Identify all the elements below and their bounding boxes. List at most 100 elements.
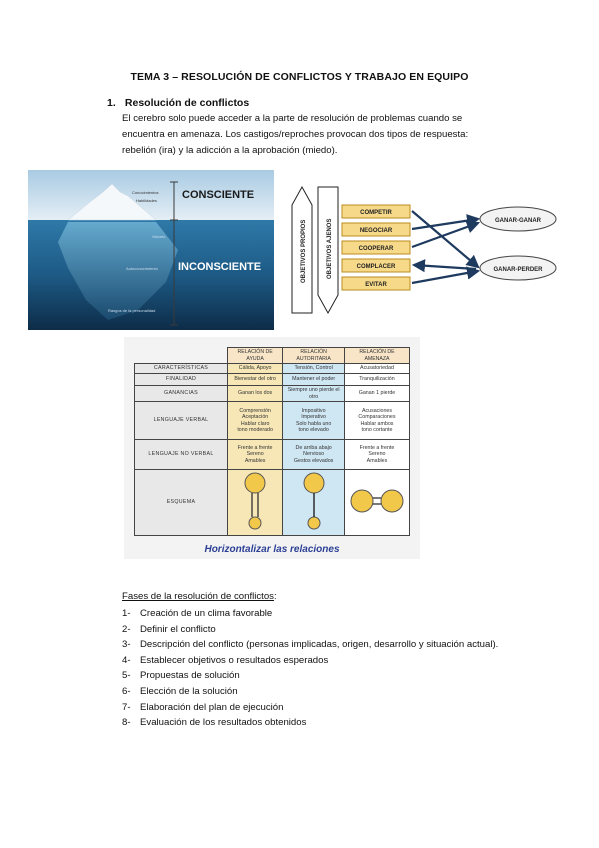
list-number: 8- [122, 717, 131, 729]
table-row: LENGUAJE NO VERBAL Frente a frente Seren… [134, 439, 411, 470]
table-cell: Acusaciones Comparaciones Hablar ambos t… [343, 401, 411, 440]
style-label: NEGOCIAR [360, 228, 393, 234]
schema-help [226, 469, 284, 536]
row-label: CARACTERÍSTICAS [134, 363, 228, 374]
list-number: 4- [122, 654, 131, 666]
row-label: GANANCIAS [134, 385, 228, 402]
iceberg-label: Habilidades [136, 198, 157, 203]
paragraph-line: El cerebro solo puede acceder a la parte… [122, 113, 463, 124]
style-box-complacer: COMPLACER [341, 258, 411, 273]
list-number: 5- [122, 670, 131, 682]
table-cell: Ganan los dos [226, 385, 284, 402]
table-cell: Comprensión Aceptación Hablar claro tono… [226, 401, 284, 440]
schema-authoritarian-drawing [303, 472, 325, 530]
phases-list: 1- Creación de un clima favorable 2- Defin… [122, 606, 542, 731]
table-cell: Tranquilización [343, 373, 411, 386]
intro-paragraph: El cerebro solo puede acceder a la parte… [122, 111, 527, 159]
list-number: 7- [122, 701, 131, 713]
phases-title-colon: : [273, 591, 277, 602]
table-cell: Mantener el poder [282, 373, 345, 386]
table-header-cell: RELACIÓN DE AMENAZA [343, 347, 411, 364]
conflict-styles-diagram: OBJETIVOS PROPIOS OBJETIVOS AJENOS COMPE… [288, 183, 564, 318]
outcome-label: GANAR-GANAR [495, 218, 542, 224]
list-text: Definir el conflicto [140, 623, 216, 635]
list-item: 7- Elaboración del plan de ejecución [122, 700, 542, 716]
list-text: Elaboración del plan de ejecución [140, 701, 284, 713]
section-title: Resolución de conflictos [124, 97, 250, 109]
iceberg-label: Rasgos de la personalidad [108, 308, 155, 313]
outcome-ganar-ganar: GANAR-GANAR [479, 206, 557, 232]
list-item: 2- Definir el conflicto [122, 622, 542, 638]
table-row: FINALIDAD Bienestar del otro Mantener el… [134, 373, 411, 386]
relationship-table-image: RELACIÓN DE AYUDA RELACIÓN AUTORITARIA R… [124, 337, 420, 559]
table-cell: Acusatoriedad [343, 363, 411, 374]
list-item: 6- Elección de la solución [122, 684, 542, 700]
table-cell: Bienestar del otro [226, 373, 284, 386]
table-header-cell: RELACIÓN DE AYUDA [226, 347, 284, 364]
table-cell: Ganan 1 pierde [343, 385, 411, 402]
style-label: COOPERAR [359, 246, 394, 252]
iceberg-label: Valores [152, 234, 165, 239]
outcome-label: GANAR-PERDER [493, 267, 543, 273]
paragraph-line: encuentra en amenaza. Los castigos/repro… [122, 129, 469, 140]
table-header-row: RELACIÓN DE AYUDA RELACIÓN AUTORITARIA R… [134, 347, 411, 364]
conscious-label: CONSCIENTE [182, 189, 254, 201]
table-row: GANANCIAS Ganan los dos Siempre uno pier… [134, 385, 411, 402]
list-number: 1- [122, 608, 131, 619]
section-heading: 1. Resolución de conflictos [107, 97, 249, 109]
table-cell: Frente a frente Sereno Amables [226, 439, 284, 470]
style-box-negociar: NEGOCIAR [341, 222, 411, 237]
list-text: Evaluación de los resultados obtenidos [140, 717, 307, 729]
table-header-cell [134, 347, 228, 364]
list-text: Elección de la solución [140, 685, 238, 697]
list-item: 1- Creación de un clima favorable [122, 606, 542, 622]
iceberg-label: Conocimientos [132, 190, 158, 195]
style-label: COMPETIR [360, 210, 392, 216]
schema-help-drawing [244, 472, 266, 530]
table-row: CARACTERÍSTICAS Cálida, Apoyo Tensión, C… [134, 363, 411, 374]
style-box-evitar: EVITAR [341, 276, 411, 291]
paragraph-line: rebelión (ira) y la adicción a la aproba… [122, 145, 338, 156]
list-item: 3- Descripción del conflicto (personas im… [122, 637, 542, 653]
table-cell: Cálida, Apoyo [226, 363, 284, 374]
list-number: 2- [122, 623, 131, 635]
list-item: 5- Propuestas de solución [122, 668, 542, 684]
iceberg-image: Conocimientos Habilidades Valores Autoco… [28, 170, 274, 330]
others-goals-label: OBJETIVOS AJENOS [327, 219, 333, 279]
list-number: 3- [122, 639, 131, 651]
schema-threat [343, 469, 411, 536]
list-text: Creación de un clima favorable [140, 608, 273, 619]
style-label: COMPLACER [357, 264, 396, 270]
list-text: Descripción del conflicto (personas impl… [140, 639, 499, 651]
table-header-cell: RELACIÓN AUTORITARIA [282, 347, 345, 364]
schema-authoritarian [282, 469, 345, 536]
style-box-cooperar: COOPERAR [341, 240, 411, 255]
unconscious-label: INCONSCIENTE [178, 261, 261, 273]
table-cell: Frente a frente Sereno Amables [343, 439, 411, 470]
outcome-ganar-perder: GANAR-PERDER [479, 255, 557, 281]
iceberg-label: Autoconocimiento [126, 266, 159, 271]
table-row: LENGUAJE VERBAL Comprensión Aceptación H… [134, 401, 411, 440]
list-text: Establecer objetivos o resultados espera… [140, 654, 329, 666]
phases-title: Fases de la resolución de conflictos: [122, 591, 277, 602]
list-item: 8- Evaluación de los resultados obtenidos [122, 715, 542, 731]
list-text: Propuestas de solución [140, 670, 240, 682]
table-caption: Horizontalizar las relaciones [204, 544, 340, 555]
row-label: FINALIDAD [134, 373, 228, 386]
style-label: EVITAR [365, 282, 387, 288]
list-item: 4- Establecer objetivos o resultados espe… [122, 653, 542, 669]
page-title: TEMA 3 – RESOLUCIÓN DE CONFLICTOS Y TRAB… [130, 71, 469, 83]
table-row: ESQUEMA [134, 469, 411, 536]
row-label: ESQUEMA [134, 469, 228, 536]
row-label: LENGUAJE NO VERBAL [134, 439, 228, 470]
table-cell: Impositivo Imperativo Solo habla uno ton… [282, 401, 345, 440]
schema-threat-drawing [350, 489, 404, 513]
row-label: LENGUAJE VERBAL [134, 401, 228, 440]
list-number: 6- [122, 685, 131, 697]
own-goals-label: OBJETIVOS PROPIOS [301, 220, 307, 283]
style-box-competir: COMPETIR [341, 204, 411, 219]
table-cell: De arriba abajo Nervioso Gestos elevados [282, 439, 345, 470]
table-cell: Tensión, Control [282, 363, 345, 374]
phases-title-text: Fases de la resolución de conflictos [122, 591, 274, 602]
relationship-table: RELACIÓN DE AYUDA RELACIÓN AUTORITARIA R… [134, 347, 411, 536]
